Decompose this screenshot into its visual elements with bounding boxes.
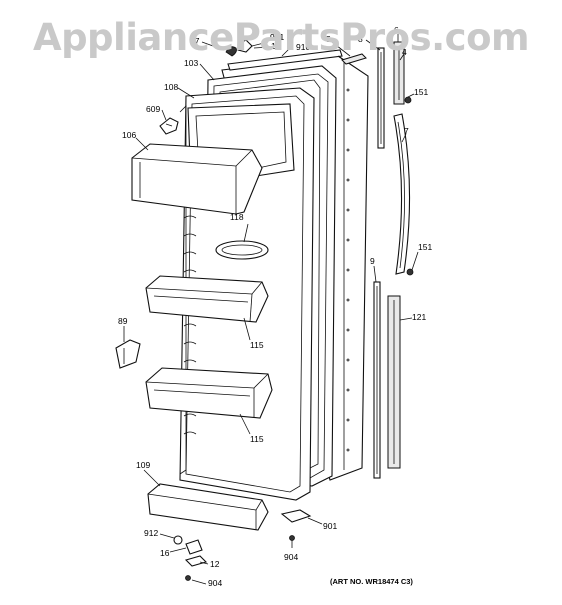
callout-115-lower: 115 [250,434,264,444]
handle-trim-9 [373,281,381,479]
callout-109: 109 [136,460,150,470]
dairy-compartment-cover [131,143,263,215]
screw-904-left [185,575,191,581]
callout-12: 12 [210,559,220,569]
door-bin-bottom [147,483,269,531]
callout-7: 7 [404,126,409,136]
callout-910: 910 [296,42,310,52]
callout-912: 912 [144,528,158,538]
part-12-bushing [184,555,208,567]
part-16-hinge [185,539,203,555]
callout-4: 4 [402,47,407,57]
handle-trim-121 [387,295,401,469]
callout-16: 16 [160,548,170,558]
callout-151-mid: 151 [418,242,432,252]
callout-5: 5 [326,34,331,44]
callout-901-bottom: 901 [323,521,337,531]
callout-151-top: 151 [414,87,428,97]
top-hinge-parts [225,39,253,57]
art-number: (ART NO. WR18474 C3) [330,577,413,586]
part-5-trim [341,53,367,65]
callout-106: 106 [122,130,136,140]
part-89-bracket [115,339,141,369]
handle-trim-6 [393,41,405,105]
callout-901-top: 901 [270,32,284,42]
callout-103: 103 [184,58,198,68]
callout-27: 27 [190,36,200,46]
screw-904-right [289,535,295,548]
leader-lines [123,34,419,585]
part-609-clip [159,117,179,135]
screw-151-mid [406,268,414,276]
callout-121: 121 [412,312,426,322]
callout-904-left: 904 [208,578,222,588]
callout-118: 118 [230,212,244,222]
screw-151-top [404,93,415,104]
callout-9: 9 [370,256,375,266]
part-912-cam [173,535,183,545]
callout-89: 89 [118,316,128,326]
callout-904-right: 904 [284,552,298,562]
handle-trim-8 [377,47,385,149]
callout-609: 609 [146,104,160,114]
callout-6: 6 [394,25,399,35]
door-handle-7 [393,113,411,275]
callout-115-upper: 115 [250,340,264,350]
egg-tray-118 [215,240,269,260]
callout-11: 11 [271,41,280,51]
callout-108: 108 [164,82,178,92]
part-901-cover [280,509,312,523]
door-bin-lower [145,367,273,419]
door-bin-upper [145,275,269,323]
callout-labels: 27 901 11 910 5 8 6 4 103 108 609 106 15… [118,25,432,588]
callout-8: 8 [358,34,363,44]
